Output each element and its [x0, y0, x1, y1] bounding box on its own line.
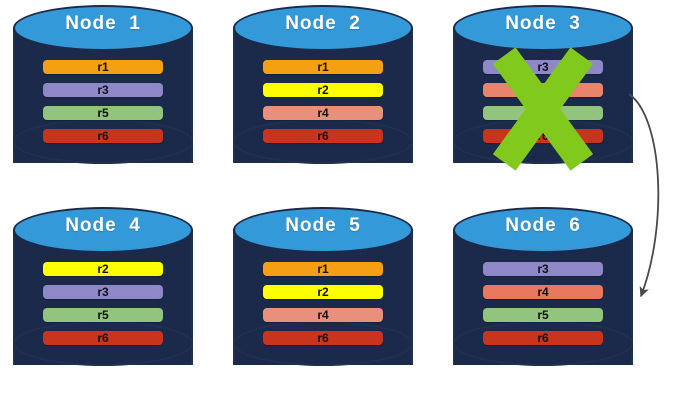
- replica-bar[interactable]: r3: [43, 285, 163, 299]
- node-cylinder-2[interactable]: Node 2 r1 r2 r4 r6: [233, 5, 413, 185]
- node-label: Node 4: [65, 215, 141, 236]
- replica-bar[interactable]: r3: [43, 83, 163, 97]
- replica-list: r1 r3 r5 r6: [43, 60, 163, 143]
- replica-bar[interactable]: r5: [43, 308, 163, 322]
- replica-bar[interactable]: r2: [263, 83, 383, 97]
- node-cylinder-5[interactable]: Node 5 r1 r2 r4 r6: [233, 207, 413, 387]
- node-label: Node 5: [285, 215, 361, 236]
- node-label: Node 6: [505, 215, 581, 236]
- replica-bar[interactable]: r3: [483, 262, 603, 276]
- cylinder-top: [13, 5, 193, 51]
- replica-bar[interactable]: r6: [483, 129, 603, 143]
- replica-bar[interactable]: r3: [483, 60, 603, 74]
- replica-bar[interactable]: r5: [483, 106, 603, 120]
- cylinder-top: [233, 207, 413, 253]
- replica-bar[interactable]: r1: [43, 60, 163, 74]
- replica-bar[interactable]: r4: [263, 308, 383, 322]
- replica-bar[interactable]: r6: [263, 331, 383, 345]
- replica-list: r3 r4 r5 r6: [483, 60, 603, 143]
- replica-bar[interactable]: r2: [43, 262, 163, 276]
- replica-bar[interactable]: r2: [263, 285, 383, 299]
- cylinder-top: [13, 207, 193, 253]
- cylinder-top: [453, 207, 633, 253]
- replica-bar[interactable]: r6: [483, 331, 603, 345]
- replica-list: r2 r3 r5 r6: [43, 262, 163, 345]
- replica-bar[interactable]: r4: [263, 106, 383, 120]
- replica-bar[interactable]: r6: [263, 129, 383, 143]
- replica-bar[interactable]: r5: [483, 308, 603, 322]
- replica-bar[interactable]: r6: [43, 129, 163, 143]
- node-cylinder-1[interactable]: Node 1 r1 r3 r5 r6: [13, 5, 193, 185]
- replica-bar[interactable]: r6: [43, 331, 163, 345]
- node-label: Node 1: [65, 13, 141, 34]
- replica-list: r1 r2 r4 r6: [263, 60, 383, 143]
- node-cylinder-3[interactable]: Node 3 r3 r4 r5 r6: [453, 5, 633, 185]
- node-cylinder-4[interactable]: Node 4 r2 r3 r5 r6: [13, 207, 193, 387]
- node-label: Node 2: [285, 13, 361, 34]
- replica-bar[interactable]: r1: [263, 60, 383, 74]
- replica-bar[interactable]: r4: [483, 83, 603, 97]
- node-cylinder-6[interactable]: Node 6 r3 r4 r5 r6: [453, 207, 633, 387]
- replica-bar[interactable]: r1: [263, 262, 383, 276]
- replica-list: r3 r4 r5 r6: [483, 262, 603, 345]
- replica-bar[interactable]: r5: [43, 106, 163, 120]
- node-label: Node 3: [505, 13, 581, 34]
- cylinder-top: [233, 5, 413, 51]
- failover-arrow-path: [628, 93, 660, 298]
- replica-bar[interactable]: r4: [483, 285, 603, 299]
- replica-list: r1 r2 r4 r6: [263, 262, 383, 345]
